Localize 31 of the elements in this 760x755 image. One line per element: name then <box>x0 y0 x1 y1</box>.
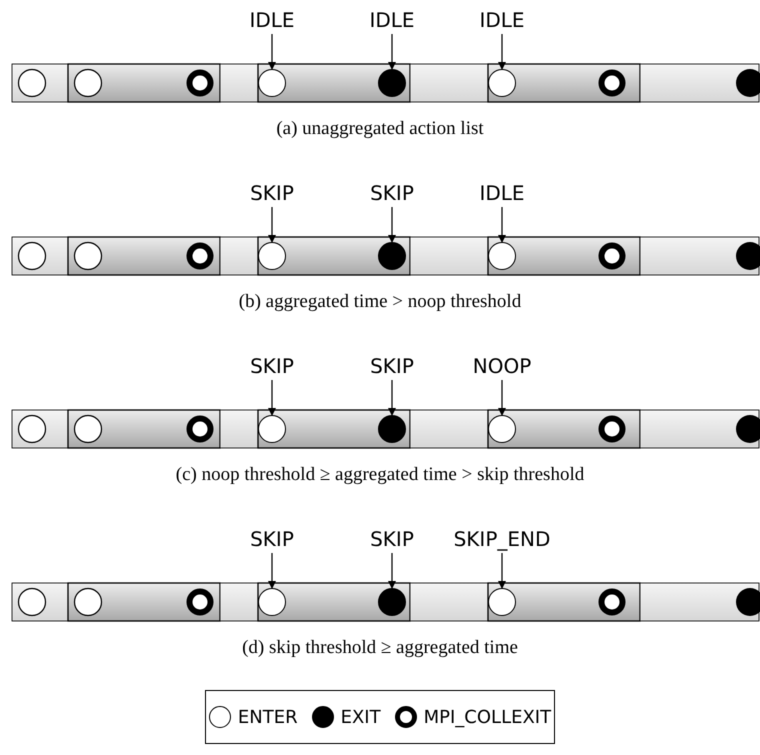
arrow <box>498 553 506 589</box>
arrow <box>388 34 396 70</box>
panel-caption: (b) aggregated time > noop threshold <box>238 291 522 312</box>
state-label: IDLE <box>479 181 525 205</box>
state-label: NOOP <box>472 354 532 378</box>
arrow <box>268 553 276 589</box>
panel-caption: (c) noop threshold ≥ aggregated time > skip threshold <box>176 464 584 485</box>
state-label: IDLE <box>479 8 525 32</box>
state-label: SKIP <box>250 354 294 378</box>
arrow <box>388 207 396 243</box>
state-label: SKIP <box>370 354 414 378</box>
arrow <box>498 380 506 416</box>
legend-label: MPI_COLLEXIT <box>424 706 552 728</box>
state-label: SKIP <box>370 527 414 551</box>
arrow <box>388 553 396 589</box>
state-label: SKIP <box>370 181 414 205</box>
arrow <box>498 207 506 243</box>
panel-caption: (d) skip threshold ≥ aggregated time <box>242 637 518 658</box>
arrow <box>498 34 506 70</box>
panel-caption: (a) unaggregated action list <box>276 118 484 139</box>
state-label: SKIP <box>250 527 294 551</box>
legend-label: ENTER <box>238 706 298 728</box>
arrow <box>268 207 276 243</box>
state-label: SKIP_END <box>454 527 550 551</box>
legend-label: EXIT <box>340 706 381 728</box>
arrow <box>268 380 276 416</box>
arrow <box>268 34 276 70</box>
state-label: SKIP <box>250 181 294 205</box>
state-label: IDLE <box>249 8 295 32</box>
arrow <box>388 380 396 416</box>
state-label: IDLE <box>369 8 415 32</box>
